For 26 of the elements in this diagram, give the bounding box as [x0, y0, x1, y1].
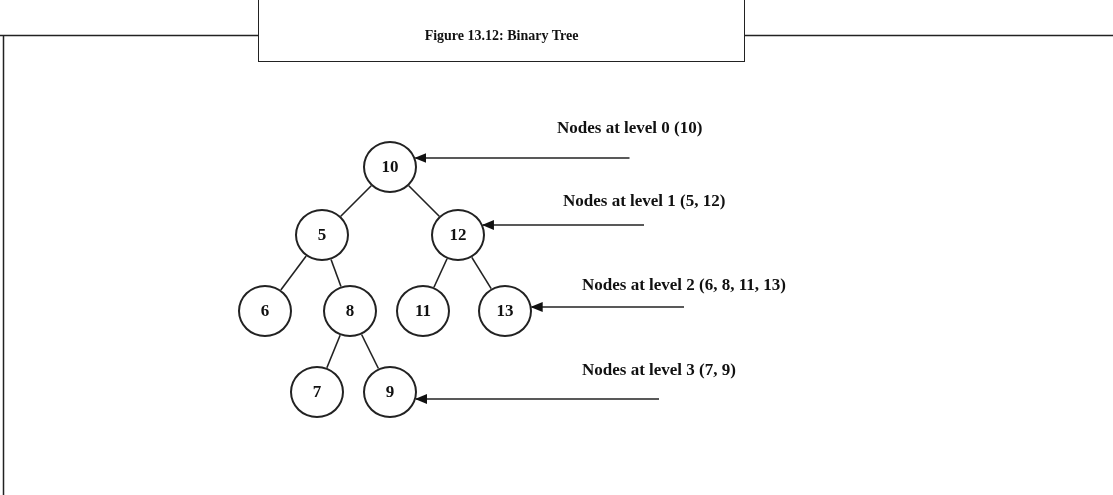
tree-branch-line: [339, 184, 373, 218]
pointer-arrow: [530, 302, 685, 312]
tree-branch-line: [330, 258, 342, 288]
tree-node-circle: 10: [363, 141, 417, 193]
level-label: Nodes at level 3 (7, 9): [582, 360, 736, 399]
level-label: Nodes at level 0 (10): [557, 118, 703, 158]
tree-node-circle: 6: [238, 285, 292, 337]
tree-node-circle: 5: [295, 209, 349, 261]
figure-title: Figure 13.12: Binary Tree: [258, 0, 745, 62]
tree-node-circle: 9: [363, 366, 417, 418]
level-label: Nodes at level 2 (6, 8, 11, 13): [582, 275, 786, 307]
tree-branch-line: [407, 184, 441, 218]
tree-node-circle: 8: [323, 285, 377, 337]
tree-branch-line: [433, 257, 448, 289]
tree-branch-line: [471, 256, 492, 290]
tree-node-circle: 11: [396, 285, 450, 337]
tree-node-circle: 12: [431, 209, 485, 261]
tree-node-circle: 13: [478, 285, 532, 337]
pointer-arrow: [414, 153, 631, 163]
pointer-arrow: [481, 220, 645, 230]
tree-node-circle: 7: [290, 366, 344, 418]
level-label: Nodes at level 1 (5, 12): [563, 191, 726, 225]
tree-branch-line: [280, 255, 307, 291]
tree-branch-line: [360, 333, 380, 370]
pointer-arrow: [415, 394, 660, 404]
tree-branch-line: [326, 334, 341, 369]
